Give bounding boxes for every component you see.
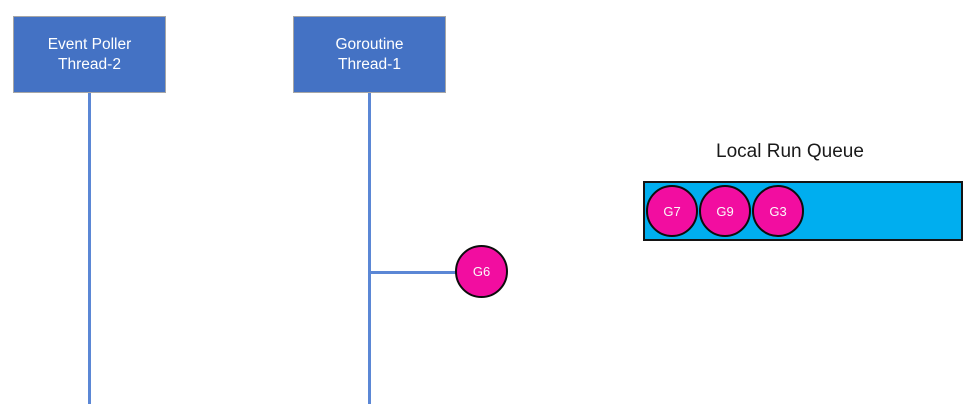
- goroutine-g6: G6: [455, 245, 508, 298]
- goroutine-g7: G7: [646, 185, 698, 237]
- lifeline-thread-2: [88, 93, 91, 404]
- run-queue-bar: G7 G9 G3: [643, 181, 963, 241]
- goroutine-label: G7: [663, 203, 681, 219]
- thread-box-label-line1: Goroutine: [335, 35, 404, 53]
- thread-box-label-line2: Thread-2: [58, 55, 121, 73]
- goroutine-g3: G3: [752, 185, 804, 237]
- goroutine-g9: G9: [699, 185, 751, 237]
- goroutine-label: G3: [769, 203, 787, 219]
- thread-box-goroutine: Goroutine Thread-1: [293, 16, 446, 93]
- thread-box-event-poller: Event Poller Thread-2: [13, 16, 166, 93]
- connector-thread1-to-g6: [370, 271, 456, 274]
- goroutine-label: G9: [716, 203, 734, 219]
- lifeline-thread-1: [368, 93, 371, 404]
- thread-box-label-line2: Thread-1: [338, 55, 401, 73]
- thread-box-label-line1: Event Poller: [47, 35, 132, 53]
- run-queue-title: Local Run Queue: [716, 141, 864, 162]
- goroutine-label: G6: [472, 264, 491, 279]
